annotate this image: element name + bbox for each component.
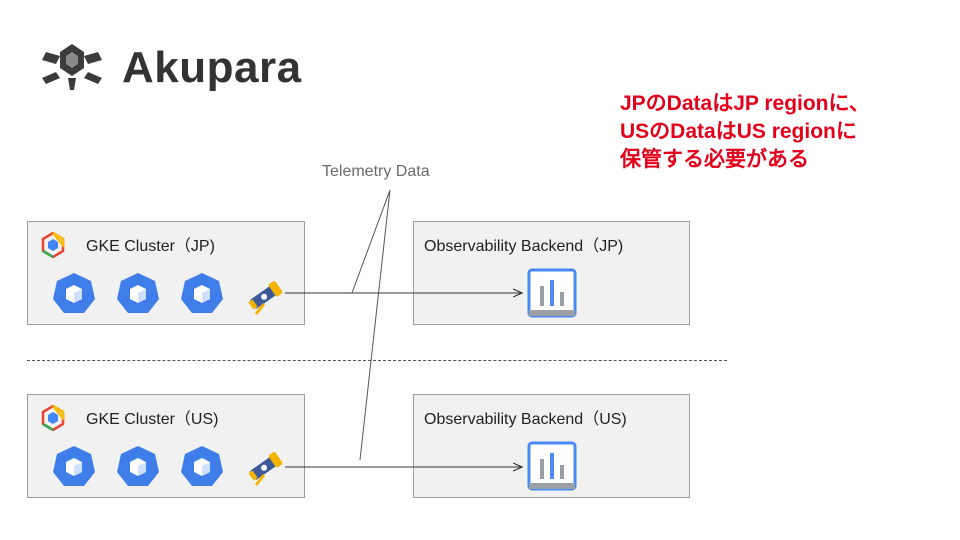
pod-icon — [181, 446, 223, 486]
data-residency-note: JPのDataはJP regionに、 USのDataはUS regionに 保… — [620, 90, 950, 174]
monitoring-chart-icon — [527, 441, 577, 491]
observability-backend-jp-box: Observability Backend（JP) — [413, 221, 690, 325]
callout-line-jp — [351, 189, 391, 294]
pod-icon — [181, 273, 223, 313]
gke-cluster-us-box: GKE Cluster（US) — [27, 394, 305, 498]
brand-logo: Akupara — [32, 28, 332, 108]
cluster-title: GKE Cluster（US) — [86, 411, 219, 428]
gke-icon — [41, 232, 65, 258]
callout-line-us — [359, 189, 391, 461]
region-divider — [27, 360, 727, 361]
backend-title: Observability Backend（JP) — [424, 238, 624, 255]
gke-icon — [41, 405, 65, 431]
note-line: JPのDataはJP regionに、 — [620, 92, 870, 115]
brand-name: Akupara — [122, 43, 302, 92]
telescope-icon — [248, 281, 283, 315]
pod-icon — [117, 446, 159, 486]
note-line: USのDataはUS regionに — [620, 120, 857, 143]
note-line: 保管する必要がある — [620, 148, 809, 171]
pod-icon — [53, 446, 95, 486]
telescope-icon — [248, 452, 283, 486]
gke-cluster-jp-box: GKE Cluster（JP) — [27, 221, 305, 325]
backend-title: Observability Backend（US) — [424, 411, 627, 428]
observability-backend-us-box: Observability Backend（US) — [413, 394, 690, 498]
akupara-turtle-logo-icon — [42, 44, 102, 90]
telemetry-data-label: Telemetry Data — [322, 163, 430, 180]
monitoring-chart-icon — [527, 268, 577, 318]
cluster-title: GKE Cluster（JP) — [86, 238, 215, 255]
pod-icon — [117, 273, 159, 313]
pod-icon — [53, 273, 95, 313]
